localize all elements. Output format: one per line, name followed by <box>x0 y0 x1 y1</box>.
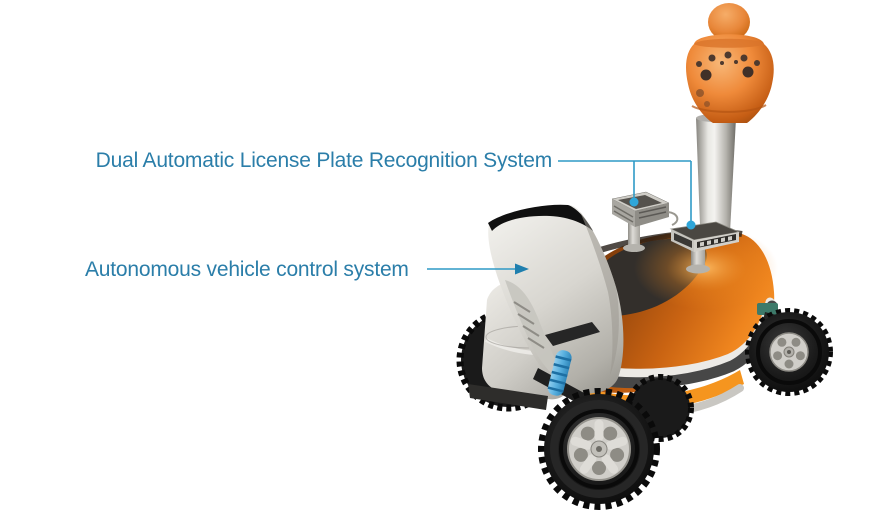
rear-wheel <box>745 308 833 396</box>
alpr-callout-dot-right <box>686 220 696 230</box>
head-camera-ports <box>696 51 760 107</box>
head-body <box>686 34 774 123</box>
surveillance-head <box>686 3 774 123</box>
shock-absorber <box>547 350 572 396</box>
alpr-callout-dot-left <box>629 197 639 207</box>
hood-top-edge <box>488 204 593 231</box>
label-dual-alpr-system: Dual Automatic License Plate Recognition… <box>95 149 553 172</box>
hood <box>488 204 624 394</box>
front-wheel <box>538 388 660 510</box>
hood-shell <box>488 204 624 394</box>
alpr-callout-lines <box>558 160 692 221</box>
avcs-callout-arrowhead <box>515 263 529 275</box>
camera-pedestal <box>628 222 640 248</box>
camera-pedestal <box>691 246 705 270</box>
hood-edge-shading <box>580 212 619 375</box>
teal-component <box>757 303 778 315</box>
front-bumper <box>468 384 548 410</box>
rim-spokes <box>570 419 628 474</box>
camera-grille <box>700 236 732 247</box>
camera-cable <box>667 211 679 226</box>
label-autonomous-vehicle-control-system: Autonomous vehicle control system <box>85 258 409 281</box>
rim-spoke-gaps <box>573 426 625 475</box>
alpr-camera-left <box>611 191 679 252</box>
alpr-camera-right <box>669 221 741 274</box>
head-dome-knob <box>708 3 750 41</box>
hood-vent <box>513 301 545 349</box>
